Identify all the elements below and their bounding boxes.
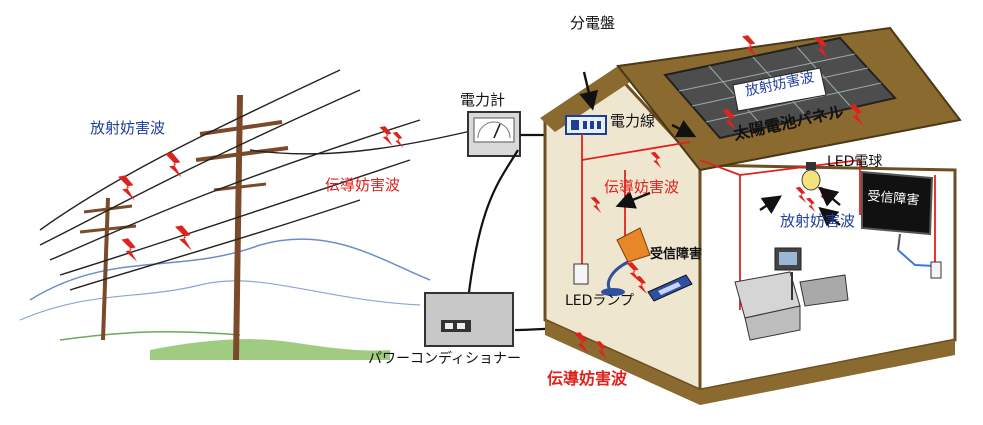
label-power-conditioner: パワーコンディショナー [368,351,522,367]
power-conditioner [424,292,514,347]
led-bulb [801,162,821,191]
direction-arrows [579,71,841,227]
distribution-board [565,115,607,135]
label-reception-interference-phone: 受信障害 [650,247,703,262]
label-radiated-noise-room: 放射妨害波 [780,212,856,230]
overhead-power-lines [39,69,476,291]
label-power-meter: 電力計 [460,91,506,109]
hills [19,238,431,360]
interior-wiring [581,134,936,310]
label-conducted-noise-line: 伝導妨害波 [325,176,401,194]
label-radiated-noise-poles: 放射妨害波 [90,119,166,137]
desk-lamp [601,227,651,296]
utility-pole-left [79,197,137,341]
power-meter [467,111,521,157]
office-equipment [734,247,849,341]
label-conducted-noise-house: 伝導妨害波 [604,178,680,196]
solar-panel [663,36,897,140]
mobile-phone [647,274,693,302]
wall-outlets [573,261,942,285]
label-led-lamp: LEDランプ [565,293,635,309]
television [861,170,936,267]
label-led-bulb: LED電球 [827,154,883,170]
utility-pole-right [195,94,289,361]
label-conducted-noise-ground: 伝導妨害波 [547,369,628,388]
label-power-line: 電力線 [610,112,656,130]
label-distribution-board: 分電盤 [570,14,616,32]
